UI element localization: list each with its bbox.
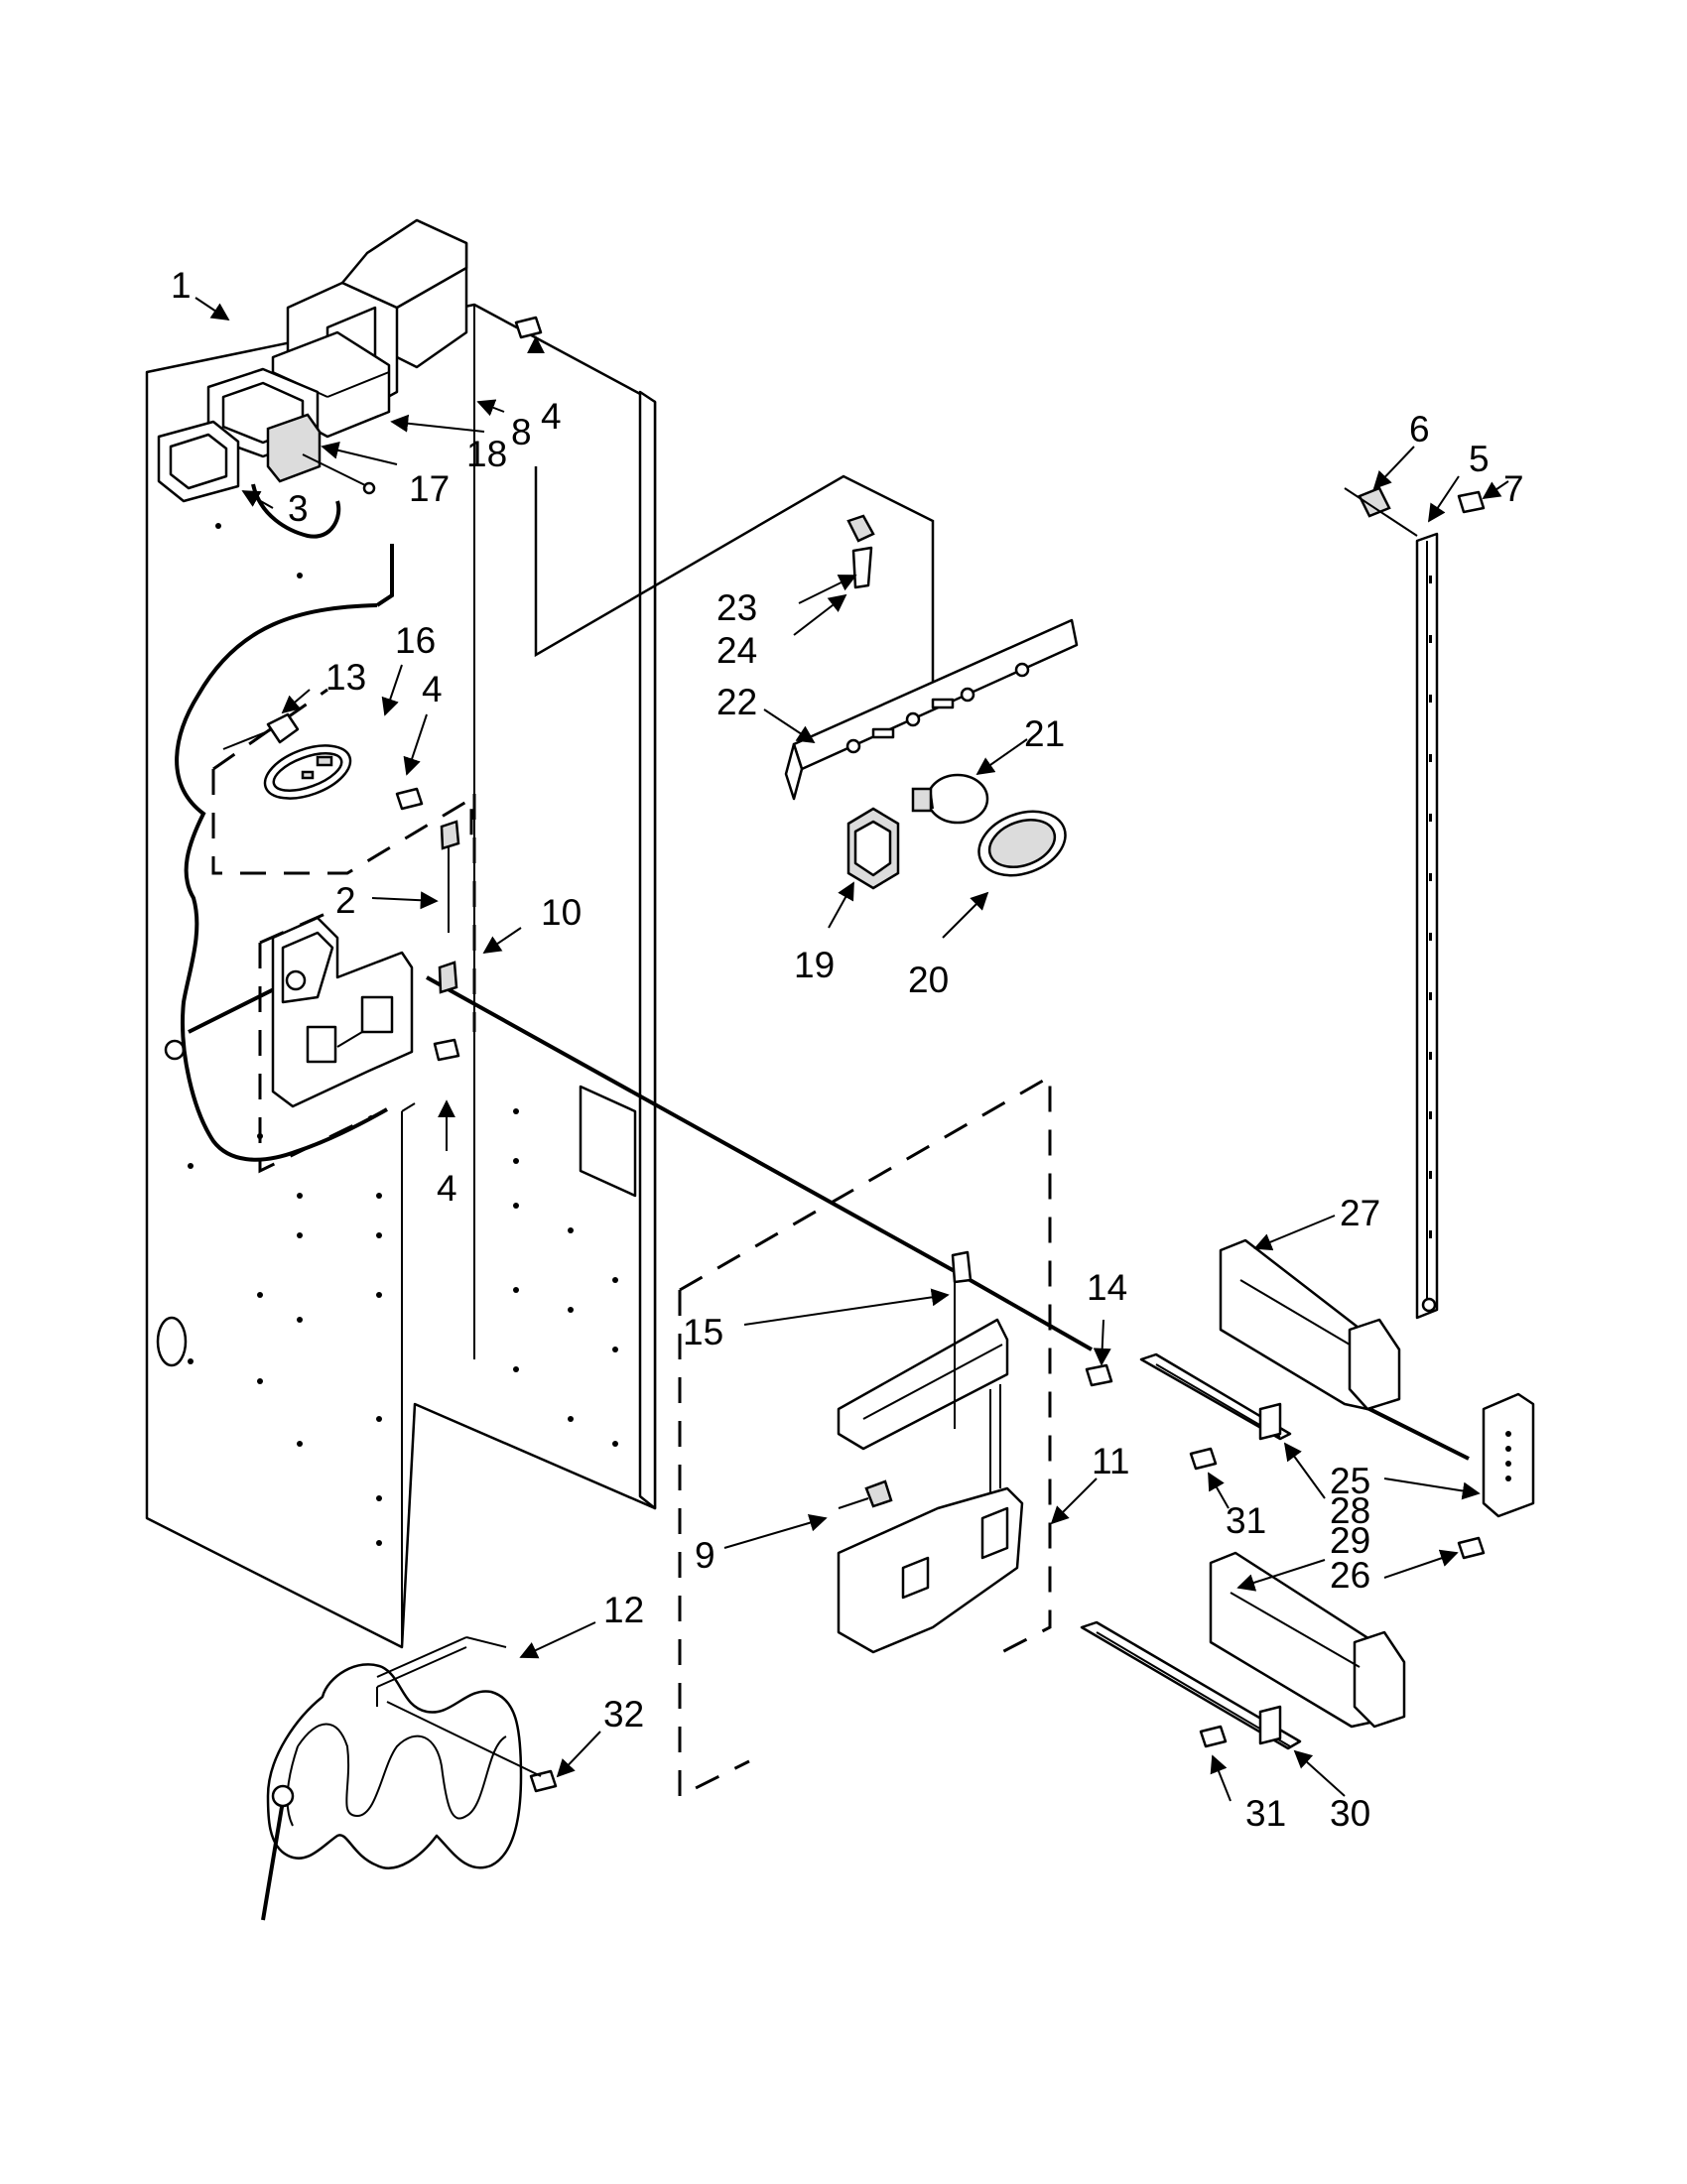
callout-19: 19 — [794, 945, 835, 985]
upper-drawer-rail — [1139, 1352, 1292, 1441]
air-diffuser — [157, 420, 240, 503]
callout-4-mid: 4 — [422, 669, 443, 709]
damper-motor — [266, 413, 322, 483]
callout-27: 27 — [1340, 1193, 1380, 1233]
control-knob-panel — [263, 744, 352, 800]
callout-1: 1 — [171, 265, 192, 306]
callout-28: 28 — [1330, 1490, 1370, 1531]
callout-29: 29 — [1330, 1520, 1370, 1561]
callout-32: 32 — [603, 1694, 644, 1734]
callout-25: 25 — [1330, 1461, 1370, 1501]
light-shield — [977, 810, 1067, 877]
upper-drawer-end-cap — [1482, 1392, 1535, 1518]
callout-11: 11 — [1092, 1441, 1129, 1481]
screws — [395, 316, 1486, 1793]
callout-31-lower: 31 — [1245, 1793, 1286, 1834]
light-screw — [851, 546, 873, 589]
ladder-slots — [1429, 576, 1432, 1238]
light-bulb — [911, 773, 989, 825]
crisper-dashed-box — [678, 1074, 1052, 1799]
callout-4-low: 4 — [437, 1168, 457, 1209]
callout-5: 5 — [1469, 439, 1490, 479]
crisper-thermistor — [838, 1479, 893, 1509]
shelf-ladder — [1415, 532, 1439, 1320]
callout-6: 6 — [1409, 409, 1430, 450]
callout-30: 30 — [1330, 1793, 1370, 1834]
crisper-cover — [837, 1280, 1009, 1493]
light-socket-dashed-line — [534, 466, 935, 705]
callout-4-top: 4 — [541, 396, 562, 437]
callout-9: 9 — [695, 1535, 715, 1576]
callout-16: 16 — [395, 620, 436, 661]
light-bracket — [784, 618, 1079, 801]
wire-clip — [846, 514, 875, 543]
callout-22: 22 — [716, 682, 757, 722]
callout-15: 15 — [683, 1312, 723, 1352]
sensor-wire — [251, 453, 376, 539]
callout-8: 8 — [511, 412, 532, 452]
callout-31-upper: 31 — [1226, 1500, 1266, 1541]
callout-2: 2 — [335, 880, 356, 921]
control-dashed-box — [211, 688, 473, 875]
callout-labels: 1 4 8 18 17 3 16 13 4 2 10 4 23 24 22 21… — [171, 265, 1524, 1834]
lower-drawer-cover — [1209, 1551, 1406, 1729]
callout-13: 13 — [325, 657, 366, 698]
callout-17: 17 — [409, 468, 450, 509]
callout-24: 24 — [716, 630, 757, 671]
callout-26: 26 — [1330, 1555, 1370, 1596]
lower-drawer-rail — [1080, 1620, 1302, 1750]
callout-14: 14 — [1087, 1267, 1127, 1308]
evaporator-coil — [261, 1636, 542, 1921]
control-board-wire — [222, 712, 300, 750]
ladder-cap — [1344, 486, 1418, 537]
callout-12: 12 — [603, 1590, 644, 1630]
callout-10: 10 — [541, 892, 582, 933]
crisper-housing — [837, 1486, 1024, 1654]
callout-18: 18 — [466, 434, 507, 474]
callout-23: 23 — [716, 587, 757, 628]
control-housing — [271, 916, 414, 1108]
leader-lines — [195, 297, 1509, 1802]
callout-21: 21 — [1024, 713, 1065, 754]
callout-20: 20 — [908, 960, 949, 1000]
callout-7: 7 — [1503, 468, 1524, 509]
light-socket — [846, 807, 900, 890]
thermistor — [438, 820, 460, 994]
callout-3: 3 — [288, 488, 309, 529]
upper-drawer-cover — [1219, 1238, 1401, 1411]
